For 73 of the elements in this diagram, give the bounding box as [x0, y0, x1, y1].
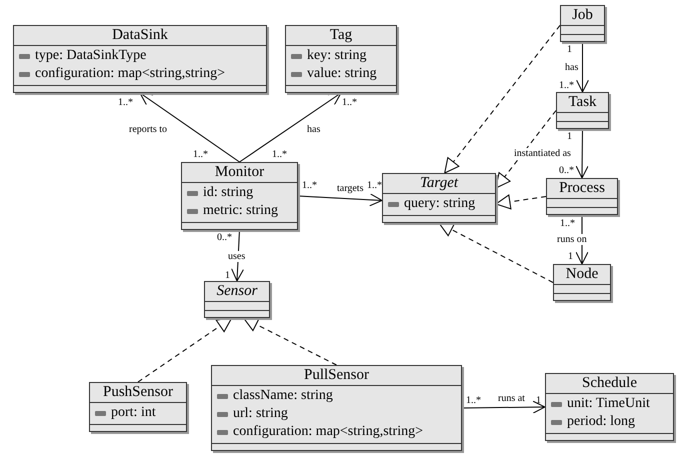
class-box: [556, 92, 609, 129]
attribute-text: configuration: map<string,string>: [233, 424, 423, 440]
multiplicity-label: 1..*: [193, 149, 208, 160]
multiplicity-label: 0..*: [217, 232, 232, 243]
association-arrow: [298, 193, 382, 206]
class-name: Schedule: [582, 375, 637, 391]
class-name: Process: [559, 180, 605, 196]
multiplicity-label: 1..*: [272, 149, 287, 160]
attribute-text: key: string: [307, 48, 366, 64]
class-name: Sensor: [216, 283, 258, 299]
class-name: PushSensor: [102, 384, 173, 400]
class-box: [181, 162, 298, 230]
class-box: [204, 281, 270, 318]
attribute-text: value: string: [307, 66, 377, 82]
attribute-text: type: DataSinkType: [35, 48, 146, 64]
multiplicity-label: 0..*: [559, 165, 574, 176]
association-arrow: [239, 92, 342, 162]
realization-arrow: [444, 24, 560, 174]
attribute-text: query: string: [404, 196, 476, 212]
realization-arrow: [243, 318, 337, 366]
class-name: PullSensor: [304, 367, 369, 383]
realization-arrow: [496, 194, 546, 210]
class-name: Tag: [330, 27, 352, 43]
class-box: [545, 373, 674, 441]
class-box: [560, 5, 605, 42]
class-box: [382, 173, 496, 223]
association-arrow: [462, 400, 546, 414]
realization-arrow: [438, 222, 554, 283]
multiplicity-label: 1: [225, 270, 230, 281]
edge-label: instantiated as: [513, 148, 572, 159]
edge-label: has: [564, 62, 580, 73]
multiplicity-label: 1..*: [559, 80, 574, 91]
edge-label: uses: [227, 251, 246, 262]
attribute-text: url: string: [233, 406, 288, 422]
class-box: [553, 264, 611, 301]
multiplicity-label: 1..*: [466, 395, 481, 406]
multiplicity-label: 1: [568, 251, 573, 262]
class-name: Job: [572, 7, 593, 23]
edge-label: runs at: [497, 393, 526, 404]
association-arrow: [576, 128, 589, 178]
edge-label: targets: [336, 183, 364, 194]
class-name: Target: [420, 175, 458, 191]
class-box: [211, 365, 462, 451]
multiplicity-label: 1..*: [560, 218, 575, 229]
attribute-text: metric: string: [203, 203, 278, 219]
class-name: Task: [568, 94, 597, 110]
class-name: Monitor: [214, 164, 264, 180]
class-box: [13, 25, 267, 93]
multiplicity-label: 1: [567, 131, 572, 142]
edge-label: has: [306, 124, 322, 135]
multiplicity-label: 1: [536, 395, 541, 406]
attribute-text: configuration: map<string,string>: [35, 66, 225, 82]
multiplicity-label: 1..*: [342, 97, 357, 108]
attribute-text: port: int: [111, 405, 156, 421]
multiplicity-label: 1..*: [367, 180, 382, 191]
realization-arrow: [138, 318, 232, 382]
class-box: [285, 25, 397, 93]
attribute-text: className: string: [233, 388, 333, 404]
class-box: [546, 178, 618, 215]
association-arrow: [576, 42, 589, 92]
realization-arrow: [496, 110, 556, 188]
multiplicity-label: 1..*: [302, 180, 317, 191]
edge-label: reports to: [128, 124, 168, 135]
multiplicity-label: 1: [567, 44, 572, 55]
attribute-text: period: long: [567, 414, 636, 430]
class-box: [89, 382, 187, 432]
class-name: Node: [566, 266, 598, 282]
edge-label: runs on: [556, 234, 588, 245]
class-name: DataSink: [112, 27, 168, 43]
multiplicity-label: 1..*: [118, 97, 133, 108]
attribute-text: id: string: [203, 185, 254, 201]
attribute-text: unit: TimeUnit: [567, 396, 650, 412]
association-arrow: [140, 92, 240, 162]
